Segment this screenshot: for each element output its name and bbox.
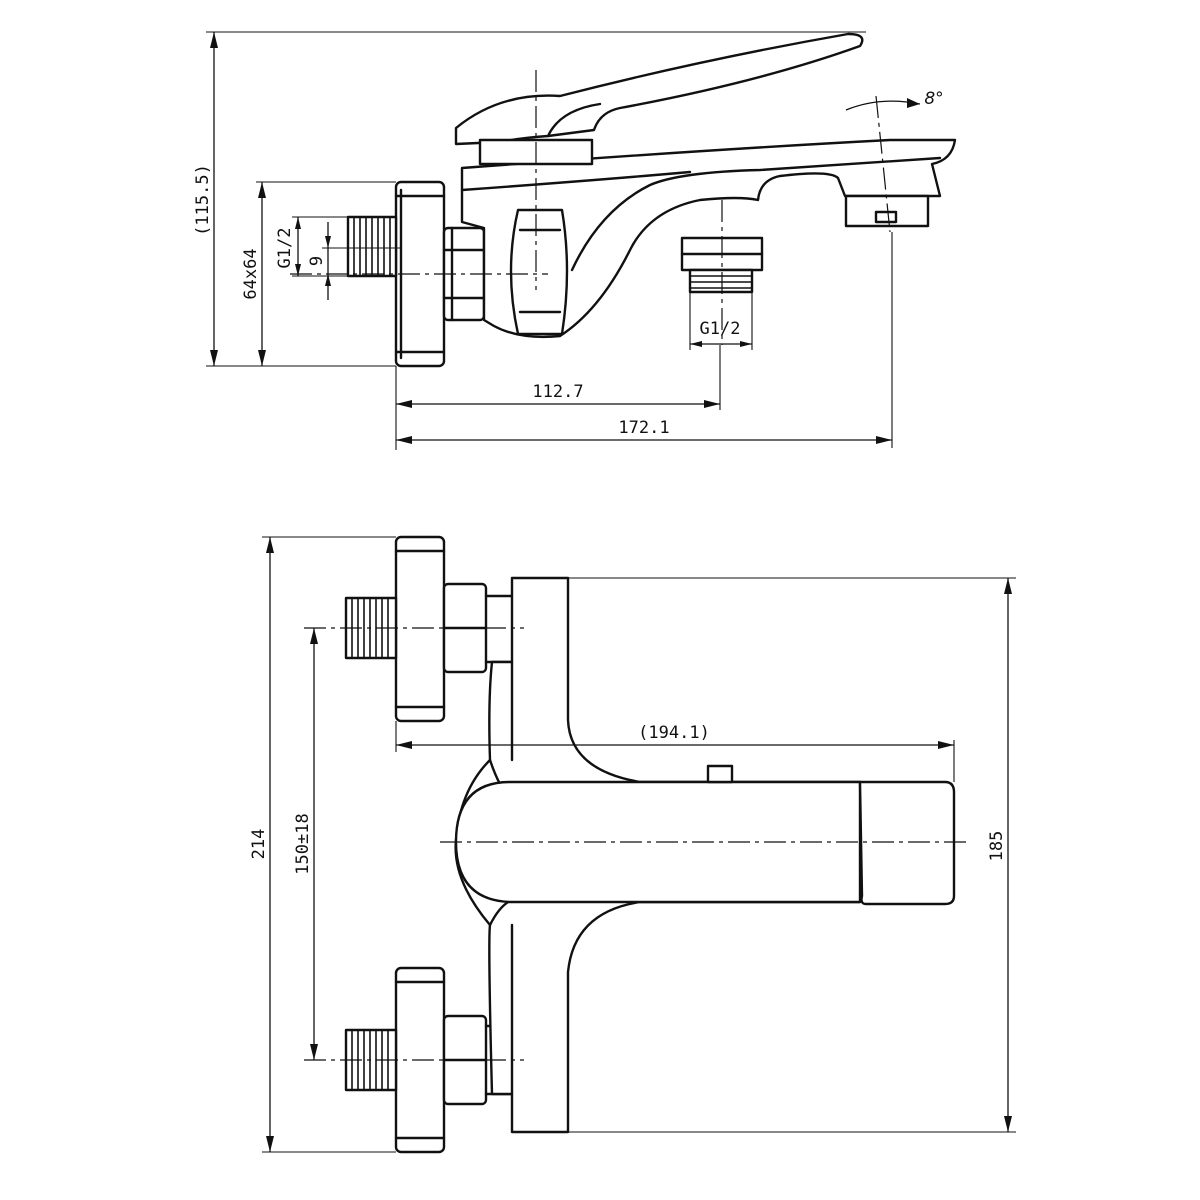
side-dim-flange: 64x64 (241, 248, 261, 299)
front-spout (454, 764, 956, 906)
side-spout-axis (875, 95, 891, 233)
front-view: 214 150±18 (194.1) 185 (249, 535, 1016, 1154)
front-dim-projection: (194.1) (638, 723, 710, 743)
side-dim-total-length: 172.1 (618, 418, 669, 438)
side-mixer-body (460, 138, 957, 339)
side-dim-angle: 8° (924, 89, 943, 109)
side-inlet-thread (346, 215, 398, 278)
side-view: (115.5) 64x64 G1/2 9 G1/2 8° (193, 31, 957, 450)
side-dim-outlet-thread: G1/2 (700, 319, 741, 339)
side-dim-inlet-thread: G1/2 (275, 228, 295, 269)
front-dim-body-height: 185 (987, 831, 1007, 862)
side-dim-outlet-distance: 112.7 (532, 382, 583, 402)
front-dim-total-height: 214 (249, 829, 269, 860)
side-dim-height: (115.5) (193, 164, 213, 236)
front-dim-centers: 150±18 (293, 813, 313, 874)
front-top-flange (344, 535, 514, 723)
side-dim-offset: 9 (307, 256, 327, 266)
